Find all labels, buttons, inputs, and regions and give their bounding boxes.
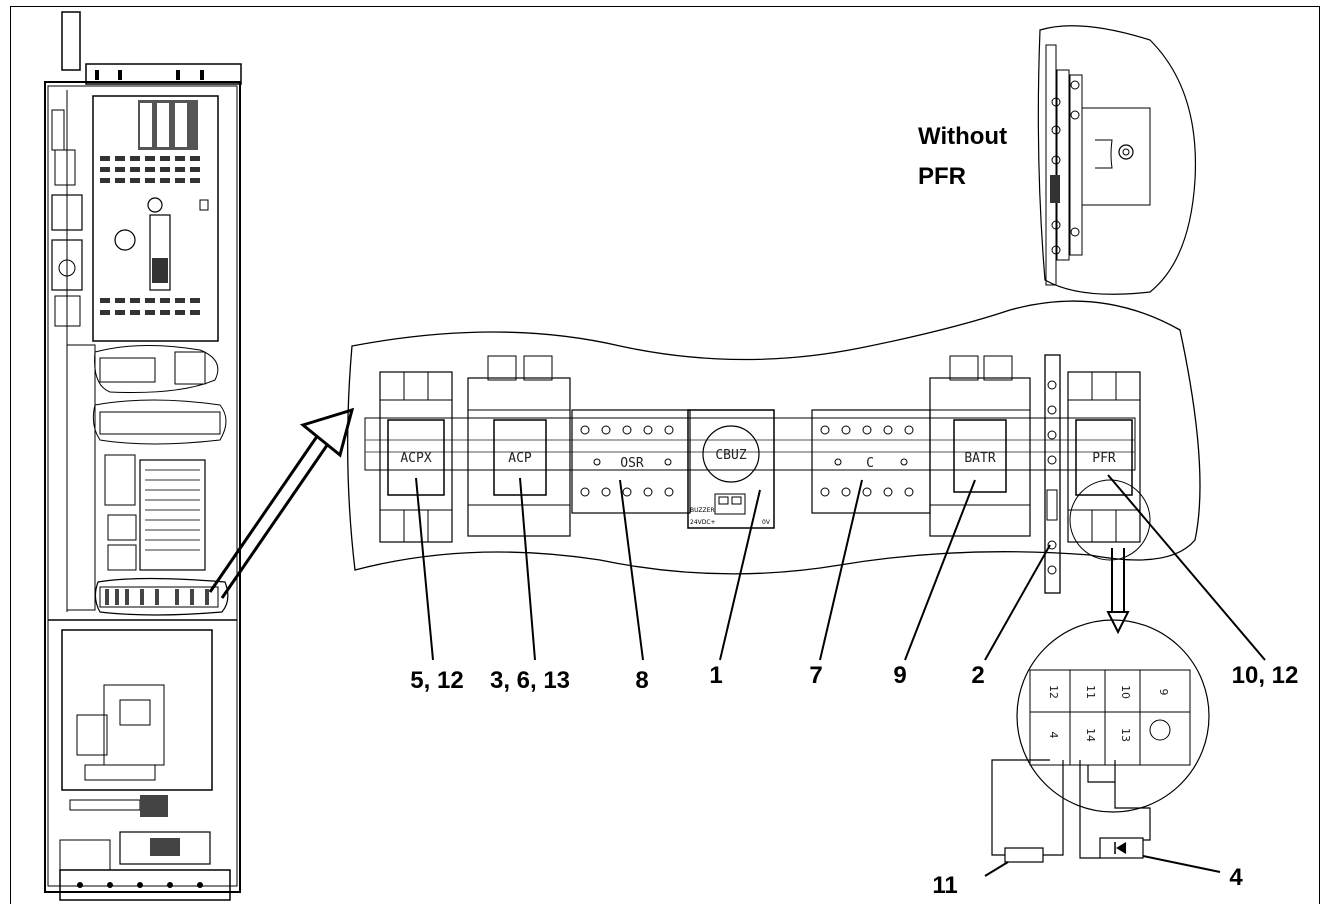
terminal-12: 12	[1047, 685, 1060, 699]
module-acp: ACP	[467, 355, 571, 537]
module-label-acp: ACP	[508, 451, 532, 466]
module-label-osr: OSR	[620, 456, 644, 471]
module-label-pfr: PFR	[1092, 451, 1116, 466]
without-pfr-label-line1: Without	[918, 123, 1007, 150]
module-label-batr: BATR	[964, 451, 995, 466]
terminal-14: 14	[1084, 728, 1097, 742]
terminal-4: 4	[1047, 732, 1060, 739]
module-osr: OSR	[571, 409, 691, 514]
callout-diode: 4	[1229, 864, 1243, 891]
without-pfr-inset	[1037, 25, 1197, 295]
terminal-13: 13	[1119, 728, 1132, 742]
leader-lines	[415, 474, 1266, 661]
callout-resistor: 11	[932, 872, 957, 899]
module-cbuz: CBUZ BUZZER 24VDC+ 0V	[687, 409, 775, 529]
terminal-11: 11	[1084, 685, 1097, 699]
terminal-strip	[1044, 354, 1061, 594]
relay-detail: 12 11 10 9 4 14 13	[984, 548, 1221, 877]
module-batr: BATR	[929, 355, 1031, 537]
diagram-frame	[10, 6, 1320, 904]
module-acpx: ACPX	[379, 371, 453, 543]
buzzer-zero-volt-label: 0V	[762, 519, 771, 526]
callout-terminal: 2	[971, 662, 984, 689]
callout-pfr: 10, 12	[1232, 662, 1299, 689]
callout-batr: 9	[893, 662, 906, 689]
din-rail-detail: ACPX ACP OSR CBUZ BUZZER 24VDC+ 0V	[347, 300, 1201, 594]
callout-cbuz: 1	[709, 662, 722, 689]
terminal-9: 9	[1157, 689, 1170, 696]
module-label-cbuz: CBUZ	[715, 448, 746, 463]
module-label-acpx: ACPX	[400, 451, 431, 466]
module-c: C	[811, 409, 931, 514]
zoom-arrow	[208, 407, 355, 599]
without-pfr-label-line2: PFR	[918, 163, 966, 190]
buzzer-label: BUZZER	[690, 507, 715, 514]
cabinet-overview	[44, 11, 242, 901]
buzzer-voltage-label: 24VDC+	[690, 519, 716, 526]
module-pfr: PFR	[1067, 371, 1141, 543]
callout-acp: 3, 6, 13	[490, 667, 570, 694]
callout-osr: 8	[635, 667, 648, 694]
callout-acpx: 5, 12	[410, 667, 463, 694]
module-label-c: C	[866, 456, 874, 471]
callout-c: 7	[809, 662, 822, 689]
terminal-10: 10	[1119, 685, 1132, 699]
